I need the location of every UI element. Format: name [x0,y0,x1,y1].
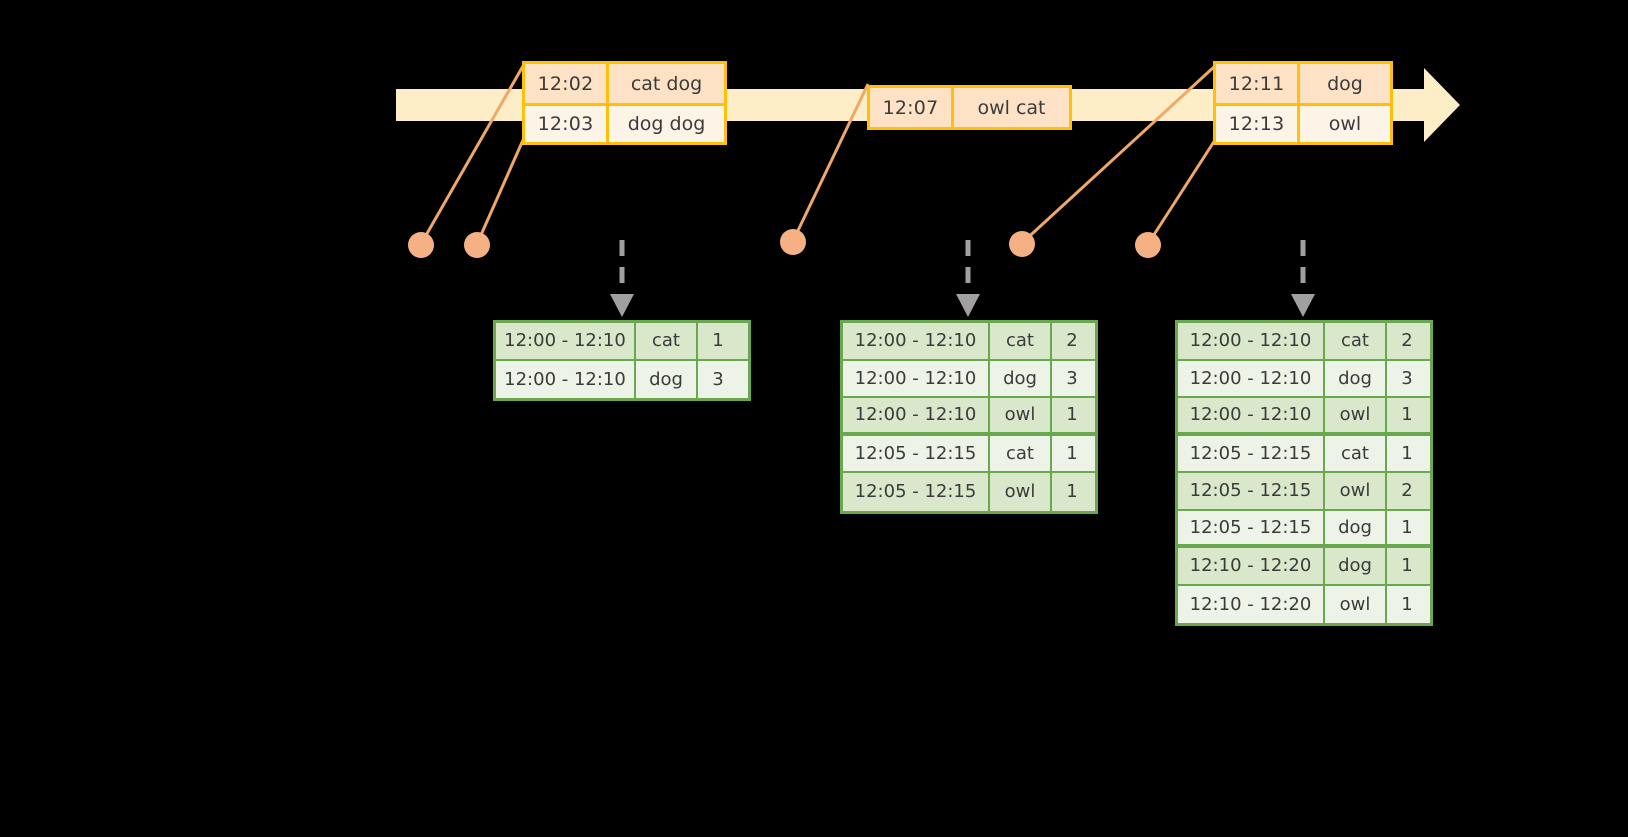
cell-key: cat [990,435,1052,471]
connector-line-2 [475,139,525,245]
cell-key: dog [1325,360,1387,396]
event-row[interactable]: 12:03 dog dog [525,103,724,142]
cell-count: 2 [1401,330,1413,352]
cell-key: cat [1325,323,1387,359]
cell-key: cat [636,323,698,359]
cell-key: owl [1325,473,1387,509]
cell-count: 1 [1401,442,1413,464]
event-row[interactable]: 12:07 owl cat [870,88,1069,127]
event-time: 12:07 [870,88,954,127]
cell-count: 3 [712,368,724,390]
cell-key: owl [1325,585,1387,623]
event-words: owl cat [977,96,1046,119]
event-box-1[interactable]: 12:02 cat dog 12:03 dog dog [522,61,727,145]
event-time: 12:11 [1216,64,1300,103]
cell-count: 3 [1401,367,1413,389]
connector-line-5 [1146,139,1217,245]
cell-count: 3 [1066,367,1078,389]
cell-window: 12:00 - 12:10 [1178,398,1325,432]
connector-line-3 [791,83,870,242]
event-words: cat dog [630,72,703,95]
cell-window: 12:05 - 12:15 [1178,510,1325,544]
cell-window: 12:05 - 12:15 [1178,435,1325,471]
dashed-arrows [619,240,1306,296]
cell-window: 12:00 - 12:10 [843,360,990,396]
trigger-dot-1[interactable] [408,232,434,258]
cell-count: 1 [712,330,724,352]
connector-line-1 [419,65,525,245]
trigger-dot-3[interactable] [780,229,806,255]
cell-key: dog [1325,548,1387,584]
cell-key: dog [990,360,1052,396]
event-time: 12:03 [525,106,609,142]
cell-window: 12:05 - 12:15 [1178,473,1325,509]
cell-window: 12:00 - 12:10 [496,360,636,398]
cell-key: owl [1325,398,1387,432]
event-row[interactable]: 12:11 dog [1216,64,1390,103]
trigger-dot-2[interactable] [464,232,490,258]
event-row[interactable]: 12:02 cat dog [525,64,724,103]
cell-window: 12:00 - 12:10 [843,323,990,359]
cell-window: 12:05 - 12:15 [843,473,990,511]
dashed-arrowhead-2 [956,294,980,317]
event-time: 12:02 [525,64,609,103]
cell-key: cat [990,323,1052,359]
cell-window: 12:00 - 12:10 [1178,360,1325,396]
cell-window: 12:00 - 12:10 [496,323,636,359]
event-words: dog [1327,72,1363,95]
cell-key: owl [990,473,1052,511]
cell-window: 12:00 - 12:10 [1178,323,1325,359]
cell-count: 2 [1066,330,1078,352]
cell-count: 1 [1401,593,1413,615]
cell-count: 1 [1066,442,1078,464]
event-words: dog dog [627,113,706,135]
cell-key: cat [1325,435,1387,471]
event-box-2[interactable]: 12:07 owl cat [867,85,1072,130]
cell-count: 1 [1066,481,1078,503]
cell-count: 2 [1401,480,1413,502]
event-time: 12:13 [1216,106,1300,142]
cell-window: 12:10 - 12:20 [1178,548,1325,584]
cell-window: 12:05 - 12:15 [843,435,990,471]
event-box-3[interactable]: 12:11 dog 12:13 owl [1213,61,1393,145]
cell-window: 12:00 - 12:10 [843,398,990,432]
cell-count: 1 [1401,404,1413,426]
trigger-dot-4[interactable] [1009,231,1035,257]
cell-count: 1 [1401,555,1413,577]
cell-key: owl [990,398,1052,432]
event-row[interactable]: 12:13 owl [1216,103,1390,142]
event-words: owl [1328,113,1362,135]
cell-window: 12:10 - 12:20 [1178,585,1325,623]
cell-key: dog [1325,510,1387,544]
dashed-arrowhead-3 [1291,294,1315,317]
dashed-arrowheads [610,294,1315,317]
trigger-dot-5[interactable] [1135,232,1161,258]
cell-key: dog [636,360,698,398]
timeline-arrowhead [1424,68,1460,142]
dashed-arrowhead-1 [610,294,634,317]
cell-count: 1 [1401,516,1413,538]
cell-count: 1 [1066,404,1078,426]
